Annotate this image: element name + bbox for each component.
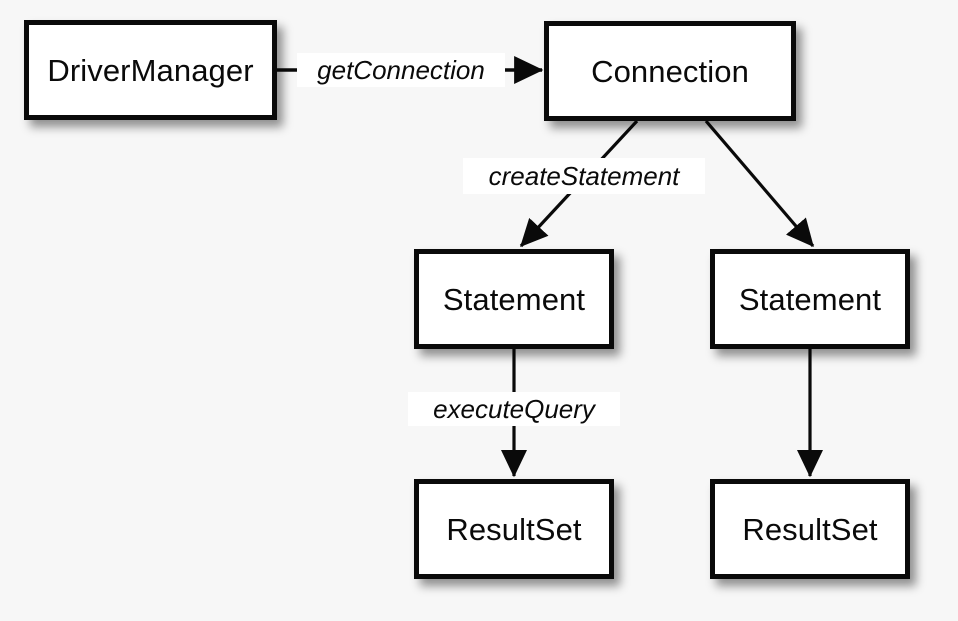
node-statement-left-label: Statement	[442, 281, 586, 317]
node-statement-left[interactable]: Statement	[414, 249, 614, 349]
edge-label-createstatement: createStatement	[463, 158, 705, 194]
edge-label-executequery: executeQuery	[408, 392, 620, 426]
node-resultset-right-label: ResultSet	[742, 511, 878, 547]
node-resultset-left[interactable]: ResultSet	[414, 479, 614, 579]
node-connection-label: Connection	[591, 53, 749, 89]
node-statement-right-label: Statement	[738, 281, 882, 317]
node-resultset-right[interactable]: ResultSet	[710, 479, 910, 579]
node-statement-right[interactable]: Statement	[710, 249, 910, 349]
node-drivermanager[interactable]: DriverManager	[24, 20, 277, 120]
edge-connection-statement-right-line	[704, 119, 815, 248]
node-resultset-left-label: ResultSet	[446, 511, 582, 547]
edge-label-getconnection: getConnection	[297, 53, 505, 87]
node-drivermanager-label: DriverManager	[47, 52, 254, 88]
node-connection[interactable]: Connection	[544, 21, 796, 121]
